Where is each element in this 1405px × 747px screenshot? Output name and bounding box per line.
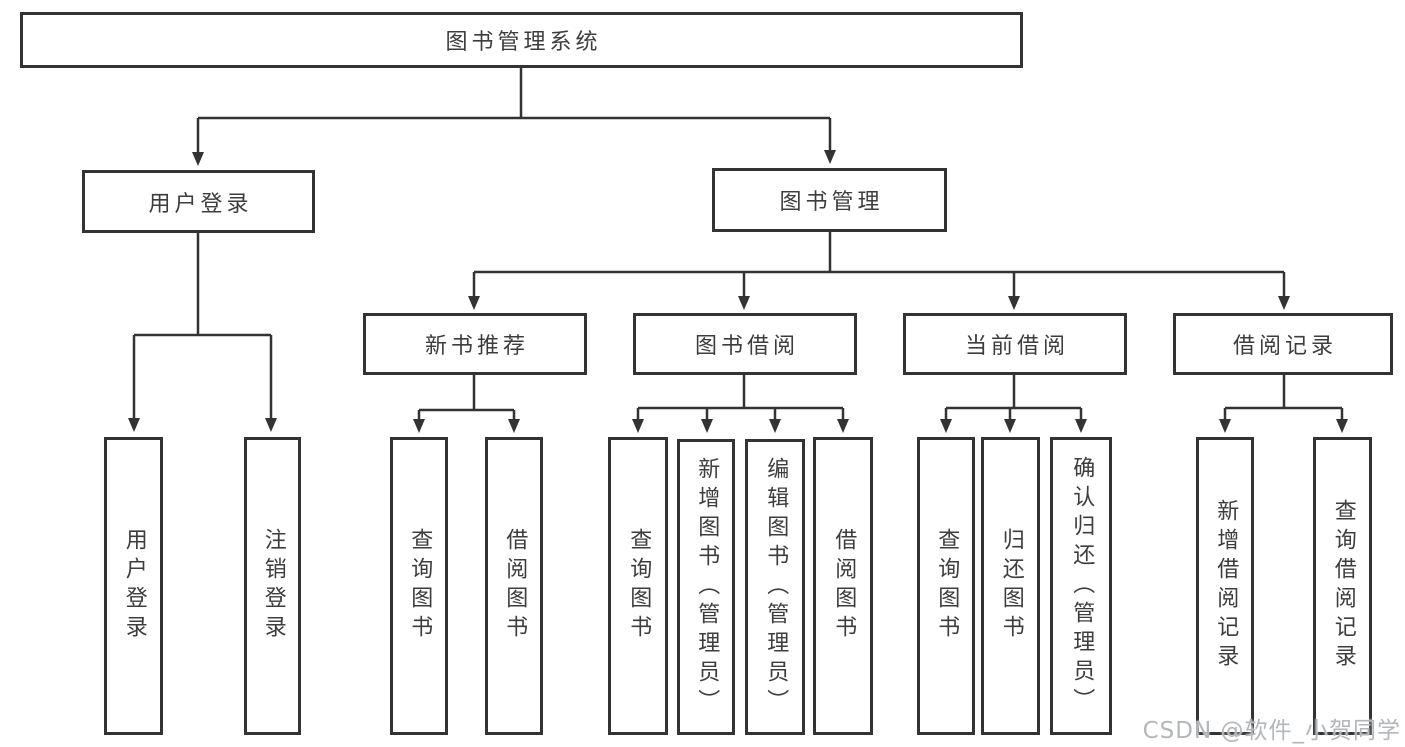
node-label: 借阅记录 <box>1232 334 1337 359</box>
node-label: 用户登录 <box>121 528 147 644</box>
node-book-borrowing: 图书借阅 <box>633 313 857 375</box>
node-label: 查询借阅记录 <box>1330 499 1356 673</box>
node-label: 用户登录 <box>148 191 253 217</box>
node-label: 编辑图书（管理员） <box>763 456 789 718</box>
node-user-login: 用户登录 <box>82 170 315 233</box>
leaf-borrow-books-2: 借阅图书 <box>813 437 873 735</box>
node-label: 新增图书（管理员） <box>694 456 720 718</box>
leaf-edit-books-admin: 编辑图书（管理员） <box>745 439 805 735</box>
node-label: 确认归还（管理员） <box>1069 455 1095 717</box>
node-borrow-records: 借阅记录 <box>1173 313 1393 375</box>
node-label: 查询图书 <box>626 528 652 644</box>
leaf-query-books-3: 查询图书 <box>917 437 975 735</box>
leaf-borrow-books-1: 借阅图书 <box>485 437 543 735</box>
leaf-return-books: 归还图书 <box>981 437 1040 735</box>
node-label: 借阅图书 <box>831 528 857 644</box>
leaf-add-borrow-record: 新增借阅记录 <box>1196 437 1254 735</box>
node-label: 新增借阅记录 <box>1213 499 1239 673</box>
csdn-watermark: CSDN @软件_小贺同学 <box>1142 718 1401 744</box>
node-book-management: 图书管理 <box>712 168 947 232</box>
node-label: 注销登录 <box>260 528 286 644</box>
node-label: 当前借阅 <box>964 334 1069 359</box>
leaf-logout: 注销登录 <box>244 437 301 735</box>
node-current-borrowing: 当前借阅 <box>903 313 1127 375</box>
leaf-query-books-2: 查询图书 <box>608 437 668 735</box>
leaf-user-login: 用户登录 <box>104 437 163 735</box>
node-label: 归还图书 <box>998 528 1024 644</box>
connector-trunks <box>134 67 1342 412</box>
node-new-book-recommend: 新书推荐 <box>363 313 587 375</box>
node-label: 新书推荐 <box>424 334 529 359</box>
node-label: 查询图书 <box>934 528 960 644</box>
node-label: 图书借阅 <box>694 334 799 359</box>
node-system-root: 图书管理系统 <box>20 12 1023 68</box>
node-label: 借阅图书 <box>502 528 528 644</box>
leaf-query-borrow-record: 查询借阅记录 <box>1313 437 1372 735</box>
leaf-query-books-1: 查询图书 <box>390 437 448 735</box>
leaf-add-books-admin: 新增图书（管理员） <box>677 439 735 735</box>
node-label: 图书管理 <box>779 190 884 215</box>
node-label: 图书管理系统 <box>445 30 602 55</box>
node-label: 查询图书 <box>407 528 433 644</box>
leaf-confirm-return-admin: 确认归还（管理员） <box>1050 437 1112 735</box>
